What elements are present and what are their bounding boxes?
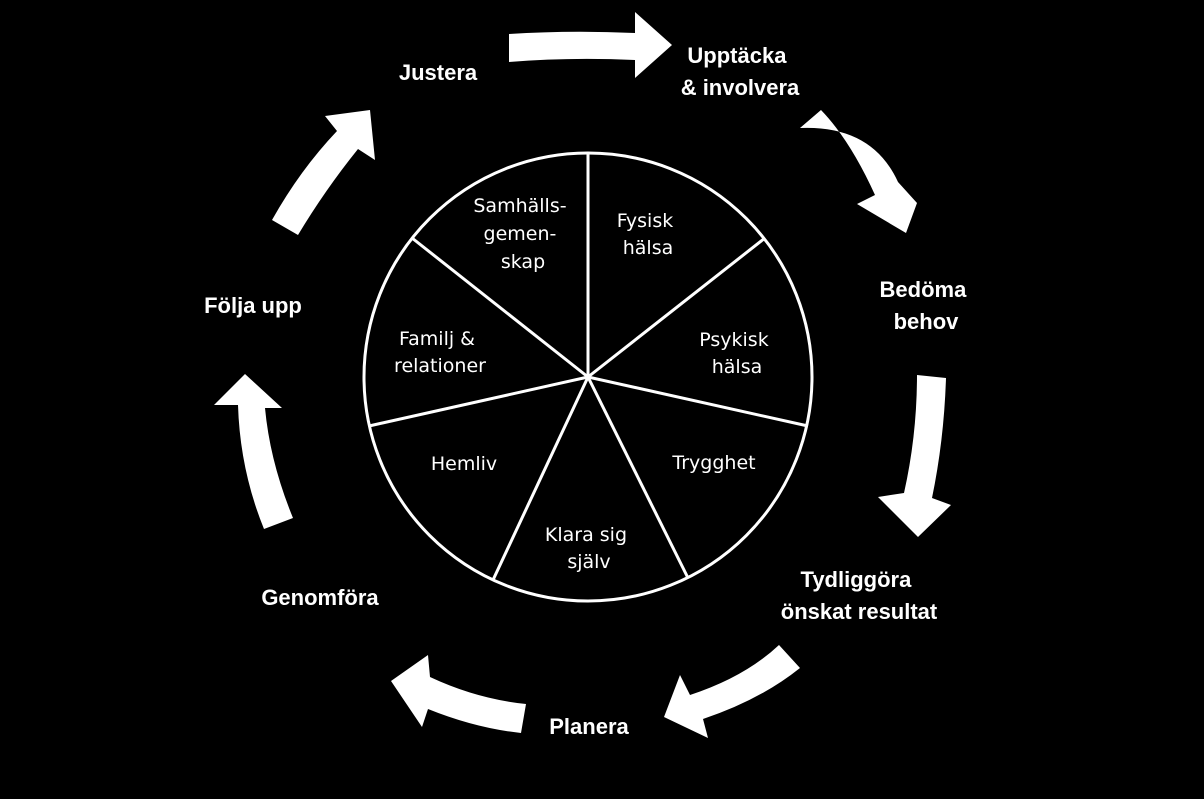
arrow-icon-genomfora-to-folja-upp [214, 374, 293, 529]
sector-label-fysisk-halsa: Fysisk hälsa [617, 210, 680, 259]
stage-label-planera: Planera [549, 714, 629, 739]
wheel-spoke [411, 236, 589, 379]
arrow-icon-justera-to-upptacka [509, 12, 672, 78]
sector-label-samhallsgemenskap: Samhälls- gemen- skap [473, 195, 572, 273]
arrow-icon-bedoma-to-tydliggora [878, 375, 951, 537]
stage-label-genomfora: Genomföra [261, 585, 379, 610]
cycle-arrows [214, 12, 951, 738]
sector-label-klara-sig-sjalv: Klara sig själv [545, 524, 633, 573]
life-areas-wheel [362, 151, 814, 603]
wheel-spoke [587, 375, 809, 428]
sector-label-trygghet: Trygghet [671, 452, 755, 474]
sector-label-hemliv: Hemliv [431, 453, 497, 475]
sector-label-familj-relationer: Familj & relationer [394, 328, 486, 377]
stage-label-tydliggora: Tydliggöra önskat resultat [781, 567, 938, 624]
stage-labels: Upptäcka & involvera Bedöma behov Tydlig… [204, 43, 973, 739]
stage-label-upptacka: Upptäcka & involvera [681, 43, 800, 100]
sector-label-psykisk-halsa: Psykisk hälsa [699, 329, 775, 378]
arrow-icon-upptacka-to-bedoma [800, 110, 917, 233]
stage-label-justera: Justera [399, 60, 478, 85]
stage-label-folja-upp: Följa upp [204, 293, 302, 318]
arrow-icon-folja-upp-to-justera [272, 110, 375, 235]
arrow-icon-tydliggora-to-planera [664, 645, 800, 738]
wheel-spoke [491, 376, 590, 581]
arrow-icon-planera-to-genomfora [391, 655, 526, 733]
stage-label-bedoma: Bedöma behov [880, 277, 973, 334]
wheel-spoke [586, 376, 690, 579]
wheel-spoke [587, 236, 766, 379]
sector-labels: Fysisk hälsa Psykisk hälsa Trygghet Klar… [394, 195, 775, 573]
wheel-spoke [368, 375, 589, 428]
